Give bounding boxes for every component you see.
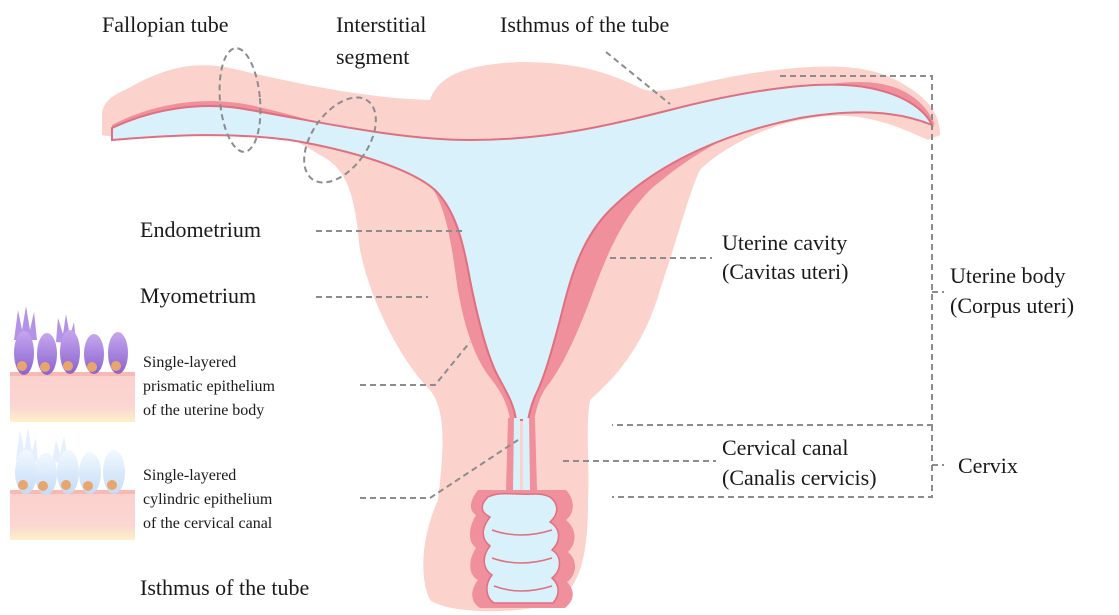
label-uterine-cavity-line1: Uterine cavity bbox=[722, 229, 847, 257]
cylindric-epithelium-inset bbox=[10, 428, 135, 540]
label-cervix: Cervix bbox=[958, 452, 1018, 480]
label-uterine-body-line1: Uterine body bbox=[950, 262, 1065, 290]
label-interstitial-line2: segment bbox=[336, 43, 409, 71]
label-isthmus-bottom: Isthmus of the tube bbox=[140, 574, 309, 602]
label-uterine-cavity-line2: (Cavitas uteri) bbox=[722, 258, 848, 286]
label-fallopian-tube: Fallopian tube bbox=[102, 11, 228, 39]
label-uterine-body-line2: (Corpus uteri) bbox=[950, 292, 1074, 320]
label-cylindric-line3: of the cervical canal bbox=[143, 513, 272, 535]
label-prismatic-line3: of the uterine body bbox=[143, 400, 264, 422]
prismatic-epithelium-inset bbox=[10, 306, 135, 422]
label-interstitial-line1: Interstitial bbox=[336, 11, 426, 39]
label-isthmus-top: Isthmus of the tube bbox=[500, 11, 669, 39]
label-prismatic-line1: Single-layered bbox=[143, 352, 236, 374]
label-prismatic-line2: prismatic epithelium bbox=[143, 376, 275, 398]
label-cylindric-line2: cylindric epithelium bbox=[143, 489, 272, 511]
label-cylindric-line1: Single-layered bbox=[143, 465, 236, 487]
label-cervical-canal-line1: Cervical canal bbox=[722, 434, 848, 462]
label-cervical-canal-line2: (Canalis cervicis) bbox=[722, 464, 877, 492]
label-myometrium: Myometrium bbox=[140, 282, 256, 310]
label-endometrium: Endometrium bbox=[140, 216, 261, 244]
